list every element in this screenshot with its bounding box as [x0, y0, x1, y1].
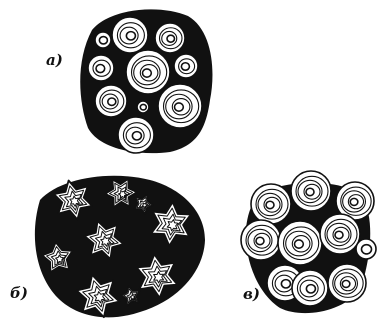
panel-a-cell [95, 32, 111, 48]
panel-a-cell [158, 84, 202, 128]
panel-b-label: б) [10, 286, 28, 301]
panel-c-cell [328, 264, 366, 302]
panel-a-cell [95, 85, 127, 117]
panel-c-cell [292, 270, 328, 306]
panel-b-drawing [35, 176, 205, 318]
panel-a-cell [137, 101, 149, 113]
panel-a-cell [118, 117, 154, 153]
panel-a-cell [155, 23, 185, 53]
panel-a-cell [126, 50, 170, 94]
panel-a-drawing [80, 9, 212, 153]
panel-c-cell [241, 220, 281, 260]
panel-a-cell [112, 17, 148, 53]
panel-a-cell [88, 55, 114, 81]
panel-c-cell [278, 221, 322, 265]
panel-c-drawing [241, 171, 376, 313]
panel-a-label: а) [46, 53, 63, 68]
panel-c-cell [291, 171, 331, 211]
panel-a-cell [174, 54, 198, 78]
panel-c-label: в) [243, 287, 260, 302]
panel-c-cell [320, 214, 360, 254]
panel-c-cell [356, 239, 376, 259]
panel-c-cell [251, 184, 291, 224]
